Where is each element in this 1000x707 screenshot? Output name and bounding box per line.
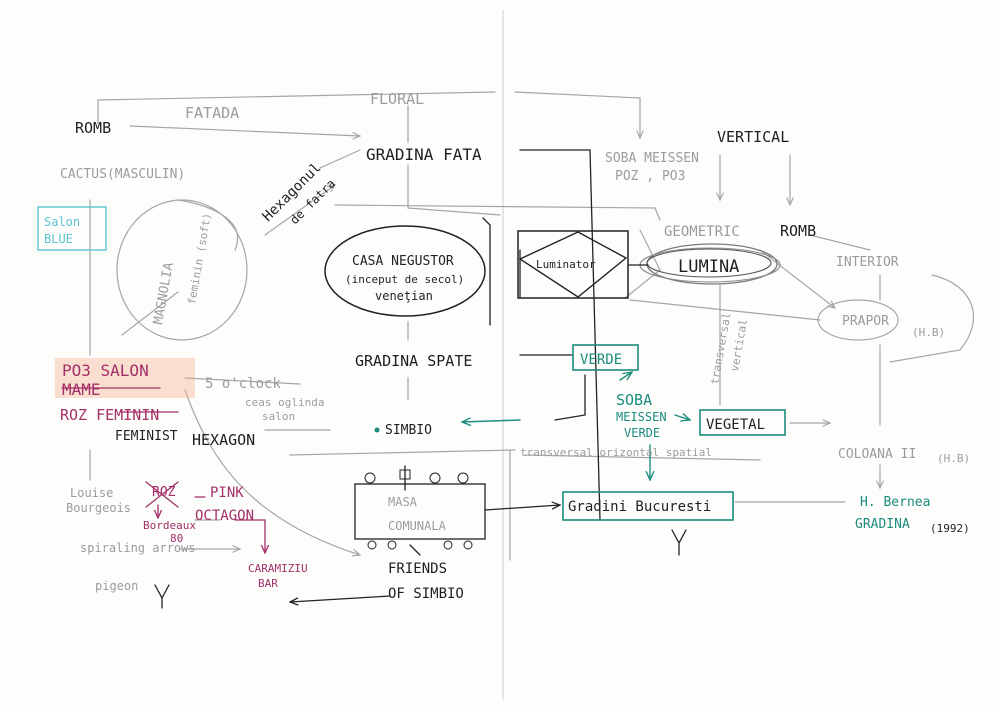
label-verde-small: VERDE xyxy=(624,426,660,440)
label-interior: INTERIOR xyxy=(836,255,899,270)
label-louise: Louise xyxy=(70,486,113,500)
label-soba-meissen: SOBA MEISSEN xyxy=(605,151,699,166)
ink-elements xyxy=(154,149,781,609)
label-roz-crossed: ROZ xyxy=(152,485,176,500)
label-friends: FRIENDS xyxy=(388,561,447,577)
label-gradini-bucuresti: Gradini Bucuresti xyxy=(568,499,711,515)
label-poz-po3: POZ , PO3 xyxy=(615,169,685,184)
label-masa: MASA xyxy=(388,495,418,509)
label-floral: FLORAL xyxy=(370,90,424,108)
label-luminator: Luminator xyxy=(536,258,596,271)
label-simbio: SIMBIO xyxy=(385,423,432,438)
pencil-connectors xyxy=(89,91,975,561)
label-ceas-oglinda: ceas oglinda xyxy=(245,396,324,409)
label-octagon: OCTAGON xyxy=(195,508,254,524)
gradini-bucuresti-box xyxy=(562,491,734,521)
label-transversal-orizontal: transversal orizontal spatial xyxy=(520,446,712,459)
label-venetian: veneţian xyxy=(375,289,433,303)
label-romb-right: ROMB xyxy=(780,222,816,240)
label-prapor-hb: (H.B) xyxy=(912,326,945,339)
label-pigeon: pigeon xyxy=(95,579,138,593)
label-spiraling-arrows: spiraling arrows xyxy=(80,541,196,555)
label-lumina: LUMINA xyxy=(678,257,739,277)
label-prapor: PRAPOR xyxy=(842,314,889,329)
label-casa-negustor: CASA NEGUSTOR xyxy=(352,254,454,269)
label-magnolia: MAGNOLIA xyxy=(151,261,177,325)
label-bourgeois: Bourgeois xyxy=(66,501,131,515)
label-comunala: COMUNALA xyxy=(388,519,447,533)
casa-negustor-ellipse xyxy=(324,225,486,317)
label-meissen: MEISSEN xyxy=(616,410,667,424)
label-transversal: transversal xyxy=(708,312,733,386)
teal-elements xyxy=(374,344,786,521)
label-5-oclock: 5 o'clock xyxy=(205,376,281,392)
label-caramiziu: CARAMIZIU xyxy=(248,562,308,575)
label-of-simbio: OF SIMBIO xyxy=(388,586,464,602)
label-feminist: FEMINIST xyxy=(115,429,178,444)
label-romb-left: ROMB xyxy=(75,119,111,137)
label-salon-small: salon xyxy=(262,410,295,423)
label-inceput-de-secol: (inceput de secol) xyxy=(345,273,464,286)
label-bordeaux-80: 80 xyxy=(170,532,183,545)
label-gradina-fata: GRADINA FATA xyxy=(366,145,482,164)
label-hexagon: HEXAGON xyxy=(192,431,255,449)
label-fatada: FATADA xyxy=(185,104,239,122)
salon-blue-box xyxy=(37,206,107,251)
label-soba: SOBA xyxy=(616,391,652,409)
po3-highlight xyxy=(55,358,195,398)
label-cactus: CACTUS(MASCULIN) xyxy=(60,167,185,182)
luminator-diamond xyxy=(518,231,628,298)
label-vertical-rot: vertical xyxy=(728,318,750,372)
label-salon: Salon xyxy=(44,215,80,229)
label-geometric: GEOMETRIC xyxy=(664,224,740,240)
label-po3-salon: PO3 SALON xyxy=(62,361,149,380)
label-h-bernea: H. Bernea xyxy=(860,495,930,510)
vegetal-box xyxy=(699,409,786,436)
label-feminin-soft: feminin (soft) xyxy=(185,212,214,306)
label-gradina-bernea: GRADINA xyxy=(855,517,910,532)
label-1992: (1992) xyxy=(930,522,970,535)
label-mame: MAME xyxy=(62,380,101,399)
label-coloana: COLOANA II xyxy=(838,447,916,462)
magenta-elements xyxy=(61,387,265,553)
label-verde: VERDE xyxy=(580,352,622,368)
label-bordeaux: Bordeaux xyxy=(143,519,196,532)
label-vertical: VERTICAL xyxy=(717,128,789,146)
label-blue: BLUE xyxy=(44,232,73,246)
verde-box xyxy=(572,344,639,371)
label-roz-feminin: ROZ FEMININ xyxy=(60,406,159,424)
label-gradina-spate: GRADINA SPATE xyxy=(355,352,472,370)
label-bar: BAR xyxy=(258,577,278,590)
masa-stools xyxy=(364,472,473,550)
label-coloana-hb: (H.B) xyxy=(937,452,970,465)
label-vegetal: VEGETAL xyxy=(706,417,765,433)
masa-box xyxy=(354,483,486,540)
label-pink: PINK xyxy=(210,485,244,501)
